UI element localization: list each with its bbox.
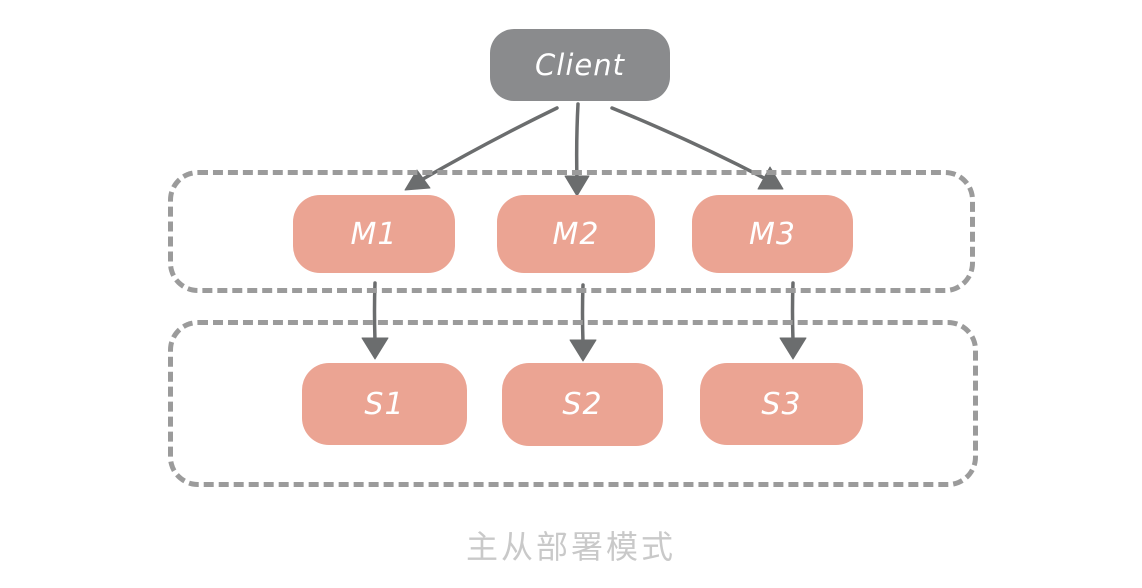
- node-client-label: Client: [535, 48, 625, 82]
- node-s3-label: S3: [761, 386, 802, 422]
- node-m2: M2: [497, 195, 655, 273]
- node-m3: M3: [692, 195, 853, 273]
- node-m3-label: M3: [749, 216, 796, 252]
- node-s2-label: S2: [562, 387, 603, 422]
- diagram-title: 主从部署模式: [465, 528, 676, 566]
- node-s2: S2: [502, 363, 663, 446]
- masters-group-container: [168, 170, 975, 293]
- node-s1-label: S1: [364, 386, 405, 422]
- node-m1-label: M1: [350, 216, 398, 252]
- node-m2-label: M2: [552, 216, 600, 252]
- node-s1: S1: [302, 363, 467, 445]
- node-client: Client: [490, 29, 670, 101]
- node-s3: S3: [700, 363, 863, 445]
- node-m1: M1: [293, 195, 455, 273]
- slaves-group-container: [168, 320, 978, 487]
